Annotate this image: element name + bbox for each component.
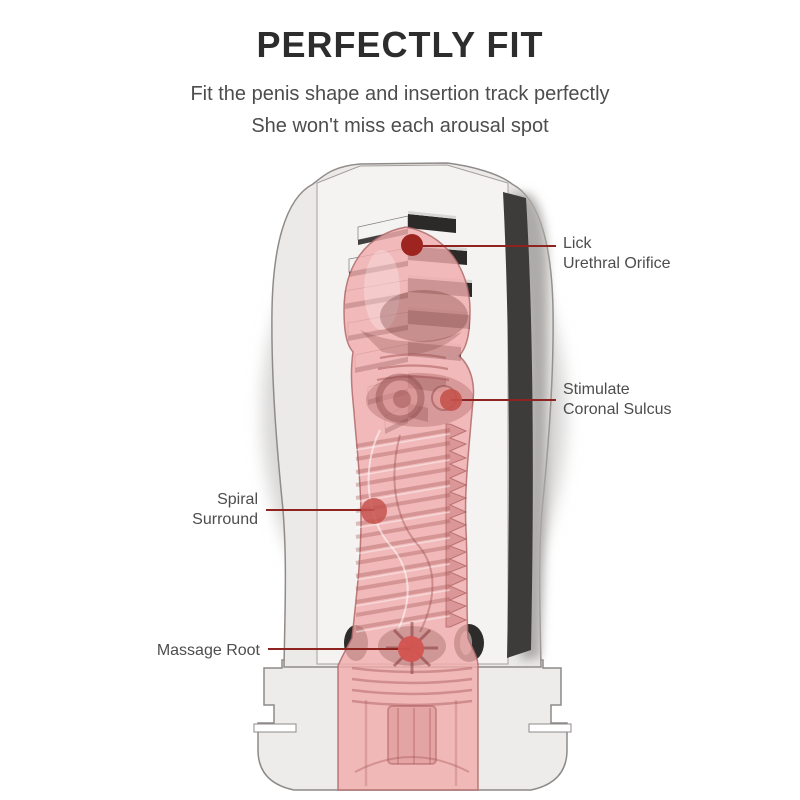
dot-spiral: [361, 498, 387, 524]
base-notch-left: [253, 723, 297, 733]
dot-lick: [401, 234, 423, 256]
callout-label-line: Stimulate: [563, 381, 630, 398]
leader-lines: [266, 245, 556, 650]
page-title: PERFECTLY FIT: [256, 24, 544, 65]
callout-label-line: Massage Root: [156, 642, 260, 659]
callout-label-line: Lick: [563, 235, 592, 252]
callout-massage-root: Massage Root: [157, 641, 260, 661]
dot-stimulate: [440, 389, 462, 411]
subtitle-line-1: Fit the penis shape and insertion track …: [190, 83, 610, 105]
callout-label-line: Spiral: [217, 491, 258, 508]
callout-stimulate-coronal-sulcus: Stimulate Coronal Sulcus: [563, 380, 672, 420]
dot-massage: [398, 636, 424, 662]
callout-label-line: Surround: [192, 511, 258, 528]
subtitle-line-2: She won't miss each arousal spot: [251, 115, 549, 137]
section-wall-dark: [503, 192, 533, 658]
callout-lick-urethral-orifice: Lick Urethral Orifice: [563, 234, 671, 274]
callout-dots: [361, 234, 462, 662]
base-notch-right: [528, 723, 572, 733]
callout-label-line: Coronal Sulcus: [563, 401, 672, 418]
callout-spiral-surround: Spiral Surround: [192, 490, 258, 530]
callout-label-line: Urethral Orifice: [563, 255, 671, 272]
